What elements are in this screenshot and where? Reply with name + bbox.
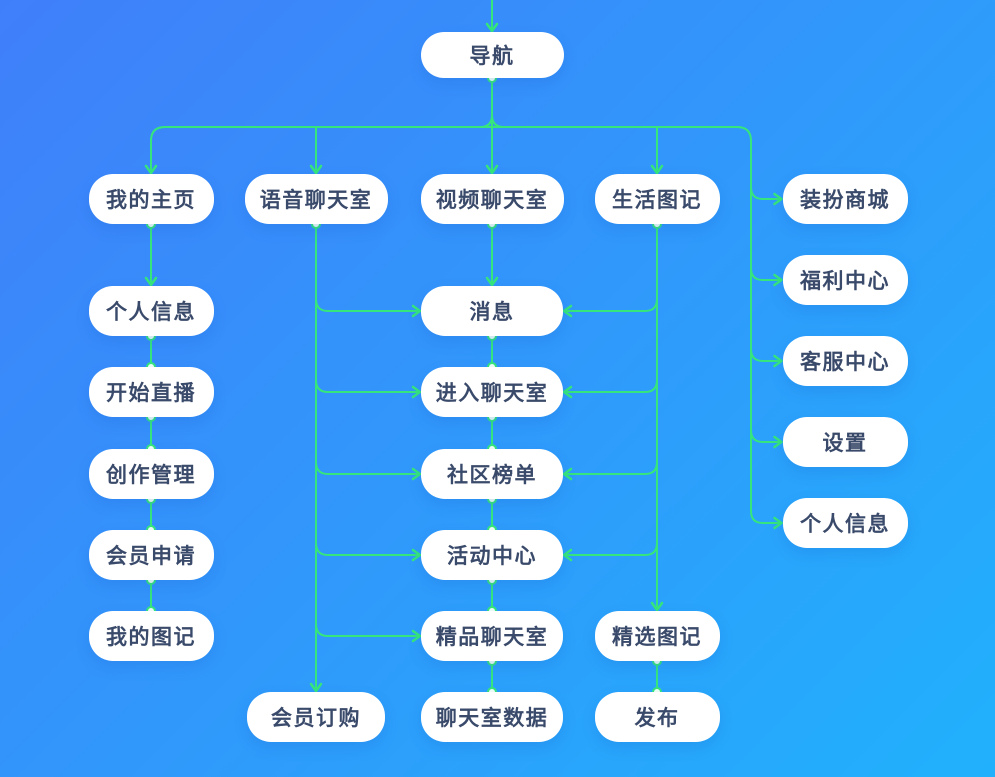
node-label: 我的图记 <box>106 626 196 649</box>
node-voice-chat[interactable]: 语音聊天室 <box>244 174 388 224</box>
node-label: 消息 <box>469 301 515 324</box>
node-start-live[interactable]: 开始直播 <box>88 367 214 417</box>
node-creation-mgmt[interactable]: 创作管理 <box>88 449 214 499</box>
arrowhead-icon <box>309 682 323 693</box>
node-label: 客服中心 <box>800 351 890 374</box>
node-my-notes[interactable]: 我的图记 <box>88 611 214 661</box>
node-label: 发布 <box>634 707 680 730</box>
node-chat-data[interactable]: 聊天室数据 <box>421 692 563 742</box>
node-label: 精品聊天室 <box>435 626 549 649</box>
node-label: 个人信息 <box>106 301 196 324</box>
arrowhead-icon <box>411 629 422 643</box>
node-dress-mall[interactable]: 装扮商城 <box>782 174 908 224</box>
arrowhead-icon <box>562 304 573 318</box>
arrowhead-icon <box>411 304 422 318</box>
node-premium-chat[interactable]: 精品聊天室 <box>421 611 563 661</box>
arrowhead-icon <box>144 276 158 287</box>
node-enter-chat[interactable]: 进入聊天室 <box>421 367 563 417</box>
connector-line <box>315 461 418 475</box>
node-featured-notes[interactable]: 精选图记 <box>594 611 720 661</box>
node-label: 导航 <box>469 45 515 68</box>
node-personal-info[interactable]: 个人信息 <box>88 286 214 336</box>
node-label: 设置 <box>822 432 868 455</box>
connector-line <box>315 623 418 637</box>
node-community-rank[interactable]: 社区榜单 <box>421 449 563 499</box>
arrowhead-icon <box>773 354 783 368</box>
node-member-order[interactable]: 会员订购 <box>247 692 385 742</box>
arrowhead-icon <box>485 164 499 175</box>
arrowhead-icon <box>773 435 783 449</box>
node-label: 开始直播 <box>106 382 196 405</box>
node-nav[interactable]: 导航 <box>420 32 564 78</box>
node-life-notes[interactable]: 生活图记 <box>594 174 720 224</box>
arrowhead-icon <box>562 467 573 481</box>
arrowhead-icon <box>309 164 323 175</box>
node-video-chat[interactable]: 视频聊天室 <box>420 174 564 224</box>
node-label: 活动中心 <box>447 545 537 568</box>
arrowhead-icon <box>773 516 783 530</box>
node-label: 个人信息 <box>800 513 890 536</box>
node-welfare-center[interactable]: 福利中心 <box>782 255 908 305</box>
arrowhead-icon <box>411 548 422 562</box>
arrowhead-icon <box>485 22 499 33</box>
node-activity-center[interactable]: 活动中心 <box>421 530 563 580</box>
arrowhead-icon <box>411 385 422 399</box>
connector-line <box>315 379 418 393</box>
connector-line <box>479 114 493 128</box>
arrowhead-icon <box>773 273 783 287</box>
node-messages[interactable]: 消息 <box>421 286 563 336</box>
node-label: 视频聊天室 <box>435 189 549 212</box>
node-label: 聊天室数据 <box>435 707 549 730</box>
node-member-apply[interactable]: 会员申请 <box>88 530 214 580</box>
node-label: 我的主页 <box>106 189 196 212</box>
arrowhead-icon <box>562 385 573 399</box>
node-service-center[interactable]: 客服中心 <box>782 336 908 386</box>
connector-line <box>315 542 418 556</box>
connector-line <box>491 114 505 128</box>
connector-line <box>566 298 658 312</box>
connector-line <box>750 140 780 524</box>
arrowhead-icon <box>650 164 664 175</box>
node-label: 创作管理 <box>106 464 196 487</box>
node-label: 福利中心 <box>800 270 890 293</box>
arrowhead-icon <box>485 276 499 287</box>
node-my-home[interactable]: 我的主页 <box>88 174 214 224</box>
arrowhead-icon <box>411 467 422 481</box>
arrowhead-icon <box>144 164 158 175</box>
node-personal-info-right[interactable]: 个人信息 <box>782 498 908 548</box>
node-label: 会员订购 <box>271 707 361 730</box>
arrowhead-icon <box>562 548 573 562</box>
node-label: 进入聊天室 <box>435 382 549 405</box>
arrowhead-icon <box>650 601 664 612</box>
connector-line <box>315 298 418 312</box>
connector-line <box>566 542 658 556</box>
node-settings[interactable]: 设置 <box>782 417 908 467</box>
node-label: 会员申请 <box>106 545 196 568</box>
node-label: 装扮商城 <box>800 189 890 212</box>
connector-line <box>150 126 752 142</box>
connector-line <box>566 379 658 393</box>
arrowhead-icon <box>773 192 783 206</box>
node-label: 生活图记 <box>612 189 702 212</box>
node-label: 精选图记 <box>612 626 702 649</box>
node-label: 语音聊天室 <box>259 189 373 212</box>
connector-line <box>566 461 658 475</box>
node-label: 社区榜单 <box>447 464 537 487</box>
node-publish[interactable]: 发布 <box>594 692 720 742</box>
